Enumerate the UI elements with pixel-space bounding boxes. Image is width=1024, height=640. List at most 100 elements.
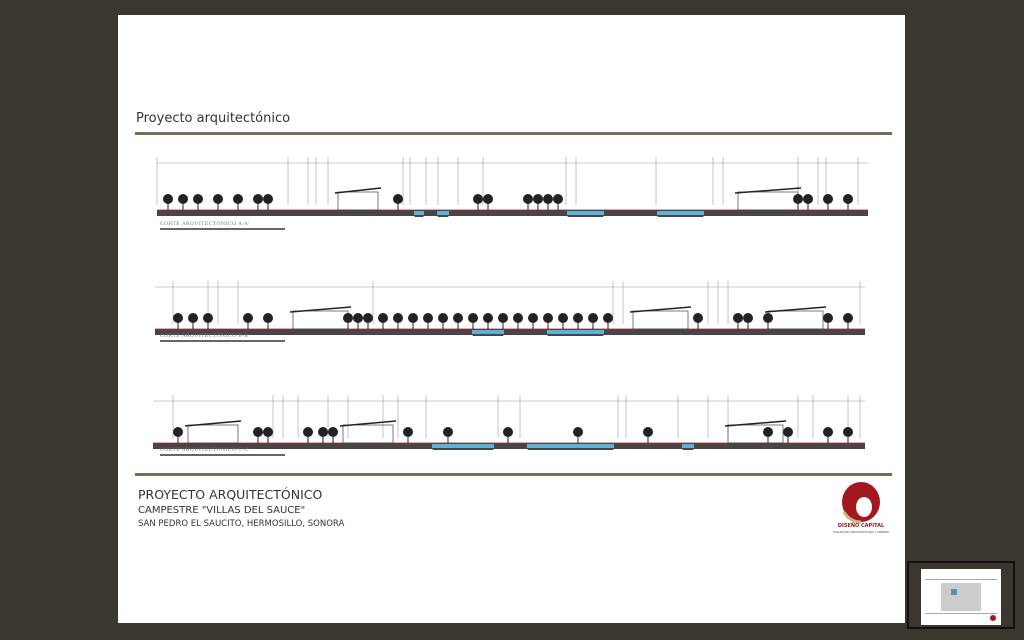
water xyxy=(472,330,504,334)
tree-icon xyxy=(178,194,188,204)
tree-icon xyxy=(558,313,568,323)
tree-icon xyxy=(533,194,543,204)
water xyxy=(414,211,424,215)
tree-icon xyxy=(453,313,463,323)
building xyxy=(737,191,799,211)
thumbnail-page xyxy=(921,569,1001,625)
section-a-label: CORTE ARQUITECTÓNICO A-A' xyxy=(160,221,285,230)
ground-section xyxy=(157,210,868,216)
building xyxy=(342,424,394,444)
tree-icon xyxy=(173,427,183,437)
tree-icon xyxy=(423,313,433,323)
logo-name: DISEÑO CAPITAL xyxy=(837,523,885,529)
tree-icon xyxy=(588,313,598,323)
tree-icon xyxy=(823,427,833,437)
tree-icon xyxy=(513,313,523,323)
tree-icon xyxy=(193,194,203,204)
tree-icon xyxy=(353,313,363,323)
tree-icon xyxy=(438,313,448,323)
section-c-drawing xyxy=(153,395,865,450)
tree-icon xyxy=(403,427,413,437)
tree-icon xyxy=(783,427,793,437)
page-thumbnail[interactable] xyxy=(907,561,1015,629)
water xyxy=(547,330,604,334)
tree-icon xyxy=(733,313,743,323)
tree-icon xyxy=(643,427,653,437)
tree-icon xyxy=(213,194,223,204)
tree-icon xyxy=(823,313,833,323)
section-c: CORTE ARQUITECTÓNICO C-C' xyxy=(148,377,878,467)
building-roof xyxy=(339,420,397,427)
water xyxy=(682,444,694,448)
tree-icon xyxy=(573,427,583,437)
tree-icon xyxy=(343,313,353,323)
water xyxy=(657,211,704,215)
section-b-drawing xyxy=(155,281,865,336)
tree-icon xyxy=(243,313,253,323)
tree-icon xyxy=(803,194,813,204)
page-title: Proyecto arquitectónico xyxy=(136,111,291,126)
building xyxy=(337,191,379,211)
tree-icon xyxy=(163,194,173,204)
tree-icon xyxy=(188,313,198,323)
tree-icon xyxy=(408,313,418,323)
tree-icon xyxy=(573,313,583,323)
tree-icon xyxy=(603,313,613,323)
tree-icon xyxy=(393,194,403,204)
tree-icon xyxy=(843,194,853,204)
tree-icon xyxy=(363,313,373,323)
tree-icon xyxy=(543,313,553,323)
tree-icon xyxy=(523,194,533,204)
footer-rule xyxy=(135,473,892,476)
tree-icon xyxy=(233,194,243,204)
tree-icon xyxy=(173,313,183,323)
tree-icon xyxy=(553,194,563,204)
tree-icon xyxy=(498,313,508,323)
tree-icon xyxy=(793,194,803,204)
tree-icon xyxy=(843,313,853,323)
tree-icon xyxy=(763,313,773,323)
tree-icon xyxy=(393,313,403,323)
tree-icon xyxy=(843,427,853,437)
section-a-drawing xyxy=(156,157,868,217)
logo-tagline: TALLER DE ARQUITECTURA Y DISEÑO xyxy=(833,530,889,534)
building-roof xyxy=(629,306,692,313)
document-page: Proyecto arquitectónico CORTE ARQUITECTÓ… xyxy=(118,15,905,623)
tree-icon xyxy=(543,194,553,204)
building-roof xyxy=(764,306,827,313)
thumbnail-map-icon xyxy=(925,579,997,621)
footer-project: PROYECTO ARQUITECTÓNICO xyxy=(138,487,323,502)
building xyxy=(292,310,349,330)
section-b: CORTE ARQUITECTÓNICO B-B' xyxy=(148,263,878,353)
section-c-label: CORTE ARQUITECTÓNICO C-C' xyxy=(160,447,285,456)
tree-icon xyxy=(503,427,513,437)
tree-icon xyxy=(303,427,313,437)
tree-icon xyxy=(253,194,263,204)
ground-section xyxy=(153,443,865,449)
tree-icon xyxy=(483,313,493,323)
building xyxy=(187,424,239,444)
section-b-label: CORTE ARQUITECTÓNICO B-B' xyxy=(160,333,285,342)
building-roof xyxy=(289,306,352,313)
building xyxy=(632,310,689,330)
footer-location: SAN PEDRO EL SAUCITO, HERMOSILLO, SONORA xyxy=(138,519,345,529)
building-roof xyxy=(184,420,242,427)
tree-icon xyxy=(693,313,703,323)
tree-icon xyxy=(743,313,753,323)
logo-icon xyxy=(842,482,880,524)
building xyxy=(727,424,784,444)
tree-icon xyxy=(263,427,273,437)
ground-section xyxy=(155,329,865,335)
water xyxy=(567,211,604,215)
tree-icon xyxy=(483,194,493,204)
tree-icon xyxy=(473,194,483,204)
building-roof xyxy=(734,187,802,194)
tree-icon xyxy=(253,427,263,437)
water xyxy=(432,444,494,448)
section-a: CORTE ARQUITECTÓNICO A-A' xyxy=(148,155,878,245)
tree-icon xyxy=(328,427,338,437)
header-rule xyxy=(135,132,892,135)
building xyxy=(767,310,824,330)
water xyxy=(527,444,614,448)
tree-icon xyxy=(378,313,388,323)
